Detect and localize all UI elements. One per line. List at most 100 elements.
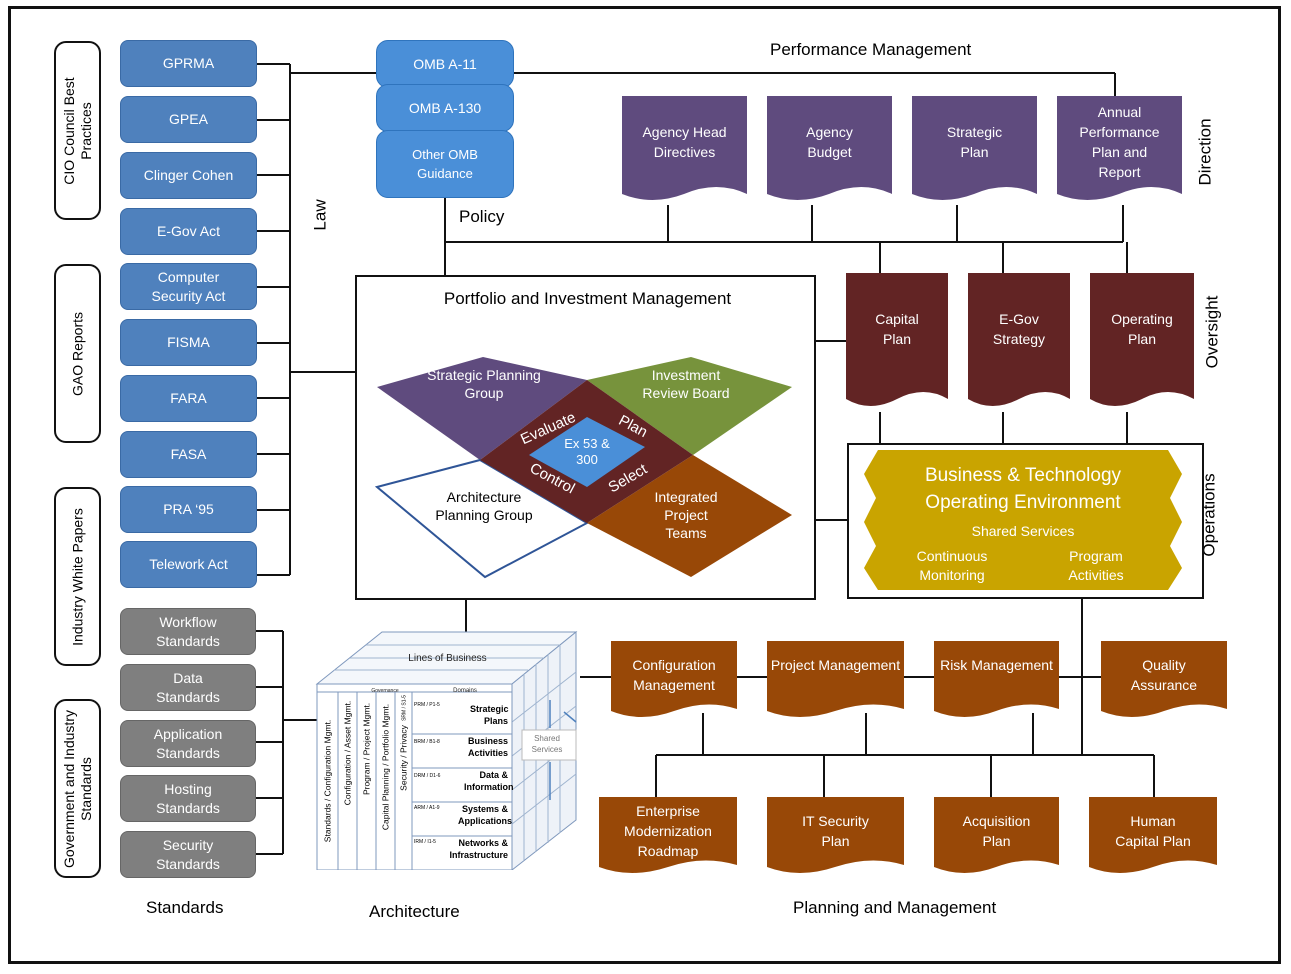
cube-row: BRM / B1-8 Business Activities: [414, 734, 510, 766]
planning-doc-label: Enterprise Modernization Roadmap: [624, 803, 712, 859]
cube-column: Program / Project Mgmt.: [357, 692, 376, 870]
standard-box: Data Standards: [120, 664, 256, 711]
operations-title-line2: Operating Environment: [925, 492, 1121, 513]
oversight-doc-label: Capital Plan: [875, 311, 919, 347]
standard-box: Application Standards: [120, 720, 256, 767]
cube-column: Capital Planning / Portfolio Mgmt.: [376, 692, 395, 870]
investment-review-board: Investment Review Board: [642, 367, 730, 401]
oversight-doc: Operating Plan: [1090, 273, 1194, 413]
policy-label: Policy: [459, 207, 505, 226]
law-box: FARA: [120, 375, 257, 422]
planning-doc-label: Risk Management: [940, 657, 1053, 673]
program-activities-label: Program Activities: [1068, 548, 1124, 583]
category-industry-label: Industry White Papers: [69, 507, 85, 646]
category-gov-industry-standards: Government and Industry Standards: [54, 699, 101, 878]
direction-label: Direction: [1195, 118, 1215, 186]
category-gao-reports: GAO Reports: [54, 264, 101, 443]
category-cio-label: CIO Council Best Practices: [60, 76, 94, 185]
direction-doc: Agency Head Directives: [622, 96, 747, 206]
planning-doc-label: IT Security Plan: [802, 813, 869, 849]
cube-row-code: BRM / B1-8: [414, 739, 440, 745]
architecture-label: Architecture: [369, 902, 460, 921]
law-box: Clinger Cohen: [120, 152, 257, 199]
law-box: GPEA: [120, 96, 257, 143]
cube-row-name: Business Activities: [467, 736, 508, 758]
direction-doc: Strategic Plan: [912, 96, 1037, 206]
cube-column-label: Standards / Configuration Mgmt.: [322, 719, 332, 843]
shared-services-label: Shared Services: [971, 523, 1075, 539]
lines-of-business-label: Lines of Business: [408, 653, 487, 664]
strategic-planning-group: Strategic Planning Group: [427, 367, 541, 401]
standards-label: Standards: [146, 898, 224, 917]
direction-doc-label: Agency Budget: [806, 124, 853, 160]
cube-row-name: Strategic Plans: [470, 704, 509, 726]
planning-doc: Configuration Management: [611, 641, 737, 721]
domains-label: Domains: [453, 688, 477, 694]
planning-doc: Human Capital Plan: [1089, 797, 1217, 877]
cube-row-name: Data & Information: [464, 770, 514, 792]
ex53-300-center: Ex 53 & 300: [564, 436, 610, 467]
law-box: E-Gov Act: [120, 208, 257, 255]
planning-doc-label: Human Capital Plan: [1115, 813, 1191, 849]
planning-doc: Risk Management: [934, 641, 1059, 721]
standard-box: Hosting Standards: [120, 775, 256, 822]
law-box: PRA ‘95: [120, 486, 257, 533]
law-box: FASA: [120, 431, 257, 478]
cube-row-code: PRM / P1-5: [414, 702, 440, 708]
planning-doc: IT Security Plan: [767, 797, 904, 877]
cube-row-code: DRM / D1-6: [414, 773, 441, 779]
oversight-doc: E-Gov Strategy: [968, 273, 1070, 413]
law-box: Telework Act: [120, 541, 257, 588]
cube-row: IRM / I1-5 Networks & Infrastructure: [414, 836, 510, 868]
category-gao-label: GAO Reports: [69, 311, 85, 396]
integrated-project-teams: Integrated Project Teams: [654, 489, 718, 541]
direction-doc-label: Agency Head Directives: [642, 124, 727, 160]
policy-box: Other OMB Guidance: [376, 130, 514, 198]
standard-box: Workflow Standards: [120, 608, 256, 655]
cube-column-label: Capital Planning / Portfolio Mgmt.: [380, 703, 390, 830]
oversight-label: Oversight: [1202, 295, 1222, 369]
cube-column-label: Program / Project Mgmt.: [361, 702, 371, 796]
direction-doc-label: Annual Performance Plan and Report: [1079, 104, 1160, 180]
operations-title-line1: Business & Technology: [924, 465, 1122, 486]
oversight-doc-label: Operating Plan: [1111, 311, 1173, 347]
cube-row-name: Systems & Applications: [458, 804, 513, 826]
performance-management-label: Performance Management: [770, 40, 972, 59]
law-box: Computer Security Act: [120, 263, 257, 310]
operations-environment-shape: [864, 450, 1182, 590]
law-box: FISMA: [120, 319, 257, 366]
architecture-planning-group: Architecture Planning Group: [435, 489, 533, 523]
cube-row: ARM / A1-9 Systems & Applications: [414, 802, 513, 834]
planning-doc-label: Project Management: [770, 657, 901, 673]
policy-box: OMB A-130: [376, 84, 514, 132]
policy-box: OMB A-11: [376, 40, 514, 88]
governance-label: Governance: [371, 688, 399, 694]
law-box: GPRMA: [120, 40, 257, 87]
planning-doc: Acquisition Plan: [934, 797, 1059, 877]
continuous-monitoring-label: Continuous Monitoring: [916, 548, 988, 583]
direction-doc: Agency Budget: [767, 96, 892, 206]
standard-box: Security Standards: [120, 831, 256, 878]
planning-doc-label: Acquisition Plan: [962, 813, 1031, 849]
diagram-frame: [8, 6, 1281, 964]
cube-srm-label: SRM / S1-5: [401, 695, 408, 721]
cube-column: Standards / Configuration Mgmt.: [317, 692, 338, 870]
planning-doc: Project Management: [767, 641, 904, 721]
category-cio-council: CIO Council Best Practices: [54, 41, 101, 220]
planning-management-label: Planning and Management: [793, 898, 997, 917]
architecture-cube: [315, 630, 578, 870]
cube-row-name: Networks & Infrastructure: [449, 838, 508, 860]
cube-column: Configuration / Asset Mgmt.: [338, 692, 357, 870]
oversight-doc-label: E-Gov Strategy: [992, 311, 1046, 347]
portfolio-diamond: [374, 357, 792, 579]
cube-shared-services-label: Shared Services: [531, 734, 563, 754]
operations-title: Business & Technology Operating Environm…: [864, 462, 1182, 516]
category-industry-white-papers: Industry White Papers: [54, 487, 101, 666]
cube-row-code: IRM / I1-5: [414, 839, 436, 845]
portfolio-title: Portfolio and Investment Management: [443, 289, 732, 308]
planning-doc: Quality Assurance: [1101, 641, 1227, 721]
cube-srm: SRM / S1-5: [398, 695, 412, 736]
planning-doc: Enterprise Modernization Roadmap: [599, 797, 737, 877]
cube-row: PRM / P1-5 Strategic Plans: [414, 700, 510, 732]
category-gov-std-label: Government and Industry Standards: [60, 709, 94, 868]
